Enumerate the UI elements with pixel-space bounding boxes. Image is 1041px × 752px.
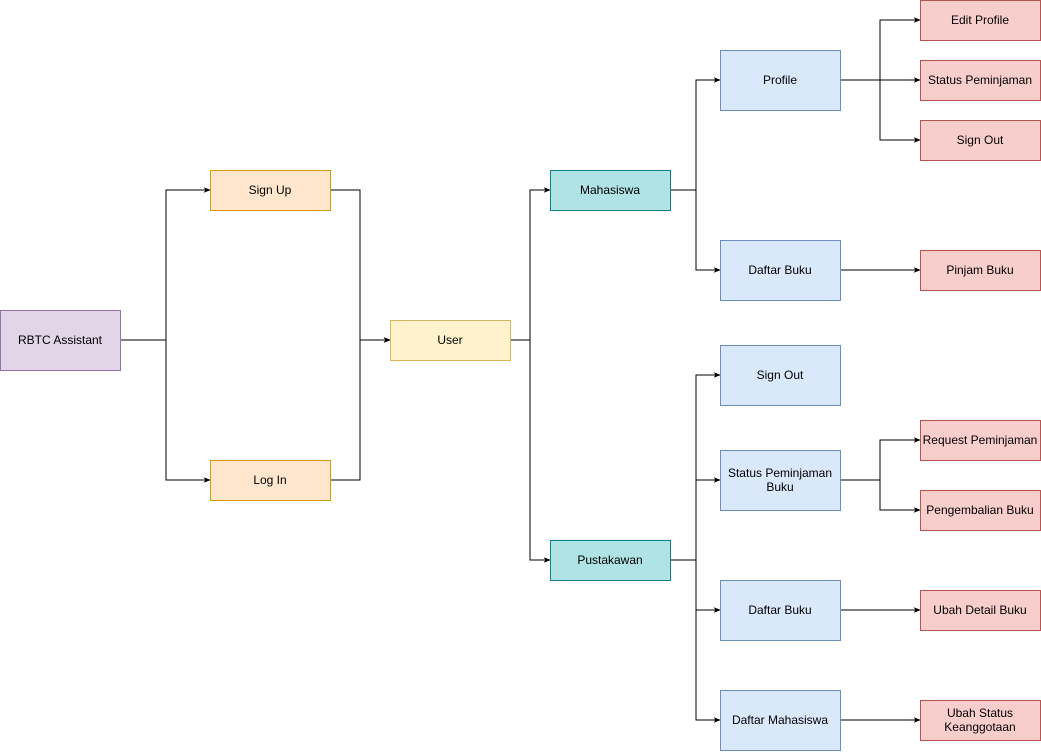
edge-status-peminjaman-buku-to-request-peminjaman (840, 437, 921, 481)
node-sign-out-m: Sign Out (920, 120, 1041, 161)
edge-profile-to-edit-profile (840, 17, 921, 81)
node-signup-label-0: Sign Up (249, 183, 292, 197)
node-status-peminjaman: Status Peminjaman (920, 60, 1041, 101)
node-ubah-status-label-1: Keanggotaan (944, 720, 1015, 734)
node-user: User (390, 320, 511, 361)
node-pinjam-buku-label-0: Pinjam Buku (946, 263, 1013, 277)
node-status-peminjaman-buku-label-1: Buku (766, 480, 793, 494)
node-signup: Sign Up (210, 170, 331, 211)
node-user-box (390, 320, 511, 361)
node-daftar-mahasiswa-label-0: Daftar Mahasiswa (732, 713, 828, 727)
node-pengembalian-buku-label-0: Pengembalian Buku (926, 503, 1033, 517)
node-daftar-buku-m-box (720, 240, 841, 301)
node-pengembalian-buku: Pengembalian Buku (920, 490, 1041, 531)
node-request-peminjaman: Request Peminjaman (920, 420, 1041, 461)
node-pinjam-buku: Pinjam Buku (920, 250, 1041, 291)
node-status-peminjaman-buku-label-0: Status Peminjaman (728, 466, 832, 480)
node-sign-out-m-label-0: Sign Out (957, 133, 1004, 147)
edge-pustakawan-to-status-peminjaman-buku (670, 477, 721, 561)
edge-user-to-mahasiswa (510, 187, 551, 341)
node-pustakawan: Pustakawan (550, 540, 671, 581)
node-request-peminjaman-box (920, 420, 1041, 461)
node-daftar-buku-m: Daftar Buku (720, 240, 841, 301)
edge-root-to-signup (120, 187, 211, 341)
node-root-label-0: RBTC Assistant (18, 333, 103, 347)
node-user-label-0: User (437, 333, 462, 347)
edges-layer (120, 17, 921, 723)
node-status-peminjaman-label-0: Status Peminjaman (928, 73, 1032, 87)
edge-mahasiswa-to-daftar-buku-m (670, 189, 721, 273)
node-login-box (210, 460, 331, 501)
node-ubah-detail-buku-box (920, 590, 1041, 631)
node-mahasiswa-label-0: Mahasiswa (580, 183, 640, 197)
node-login: Log In (210, 460, 331, 501)
node-pustakawan-label-0: Pustakawan (577, 553, 642, 567)
node-daftar-buku-p: Daftar Buku (720, 580, 841, 641)
node-status-peminjaman-buku-box (720, 450, 841, 511)
node-status-peminjaman-box (920, 60, 1041, 101)
edge-root-to-login (120, 339, 211, 483)
edge-profile-to-sign-out-m (840, 79, 921, 143)
edge-pustakawan-to-sign-out-p (670, 372, 721, 561)
node-signup-box (210, 170, 331, 211)
node-daftar-buku-p-label-0: Daftar Buku (748, 603, 811, 617)
node-daftar-buku-m-label-0: Daftar Buku (748, 263, 811, 277)
node-pinjam-buku-box (920, 250, 1041, 291)
edge-mahasiswa-to-profile (670, 77, 721, 191)
edge-login-to-user (330, 337, 391, 481)
node-profile: Profile (720, 50, 841, 111)
edge-signup-to-user (330, 189, 391, 343)
node-daftar-buku-p-box (720, 580, 841, 641)
node-profile-label-0: Profile (763, 73, 797, 87)
node-ubah-status-label-0: Ubah Status (947, 706, 1013, 720)
node-login-label-0: Log In (253, 473, 286, 487)
node-edit-profile-label-0: Edit Profile (951, 13, 1009, 27)
node-sign-out-m-box (920, 120, 1041, 161)
node-mahasiswa: Mahasiswa (550, 170, 671, 211)
node-pengembalian-buku-box (920, 490, 1041, 531)
node-ubah-detail-buku: Ubah Detail Buku (920, 590, 1041, 631)
node-pustakawan-box (550, 540, 671, 581)
node-ubah-status-box (920, 700, 1041, 741)
node-root-box (0, 310, 121, 371)
edge-user-to-pustakawan (510, 339, 551, 563)
node-root: RBTC Assistant (0, 310, 121, 371)
node-daftar-mahasiswa: Daftar Mahasiswa (720, 690, 841, 751)
edge-status-peminjaman-buku-to-pengembalian-buku (840, 479, 921, 513)
node-ubah-detail-buku-label-0: Ubah Detail Buku (933, 603, 1026, 617)
node-request-peminjaman-label-0: Request Peminjaman (923, 433, 1038, 447)
node-daftar-mahasiswa-box (720, 690, 841, 751)
node-edit-profile-box (920, 0, 1041, 41)
edge-pustakawan-to-daftar-mahasiswa (670, 559, 721, 723)
node-edit-profile: Edit Profile (920, 0, 1041, 41)
edge-pustakawan-to-daftar-buku-p (670, 559, 721, 613)
node-sign-out-p-box (720, 345, 841, 406)
node-profile-box (720, 50, 841, 111)
node-sign-out-p-label-0: Sign Out (757, 368, 804, 382)
node-sign-out-p: Sign Out (720, 345, 841, 406)
node-mahasiswa-box (550, 170, 671, 211)
